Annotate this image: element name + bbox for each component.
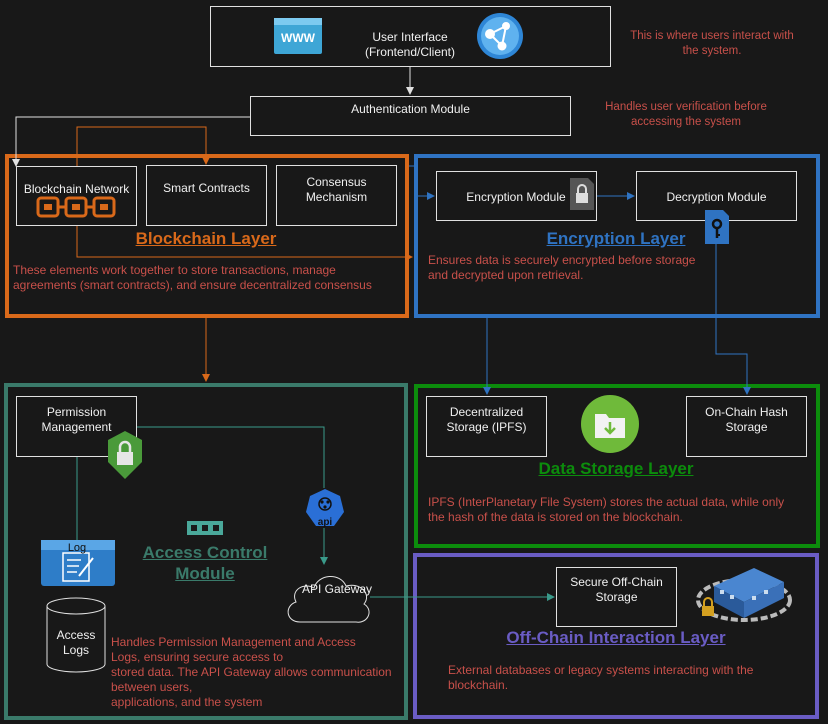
api-icon-label: api — [317, 517, 333, 528]
access-control-title: Access Control Module — [142, 543, 268, 583]
access-control-description: Handles Permission Management and Access… — [111, 635, 392, 709]
decentralized-storage-label: Decentralized Storage (IPFS) — [446, 405, 527, 434]
offchain-layer — [413, 553, 819, 719]
onchain-hash-storage-box — [686, 396, 807, 457]
data-storage-layer — [414, 384, 820, 548]
locked-building-icon — [696, 568, 792, 622]
shield-lock-icon — [108, 431, 142, 479]
secure-offchain-storage-box — [556, 567, 677, 627]
authentication-module-label: Authentication Module — [351, 102, 470, 116]
decryption-module-label: Decryption Module — [666, 190, 767, 204]
log-icon — [41, 540, 115, 586]
api-heptagon-icon — [306, 489, 344, 526]
log-icon-label: Log — [67, 542, 87, 554]
encryption-module-box — [436, 171, 597, 221]
auth-note: Handles user verification before accessi… — [605, 101, 767, 128]
blockchain-chain-icon — [36, 196, 116, 218]
access-control-layer — [4, 383, 408, 720]
ui-note: This is where users interact with the sy… — [630, 30, 794, 57]
secure-offchain-storage-label: Secure Off-Chain Storage — [570, 575, 663, 604]
blockchain-layer-description: These elements work together to store tr… — [13, 263, 372, 292]
key-file-icon — [705, 210, 729, 244]
data-storage-title: Data Storage Layer — [538, 459, 694, 478]
permission-management-label: Permission Management — [41, 405, 112, 434]
permission-management-box — [16, 396, 137, 457]
encryption-layer-title: Encryption Layer — [546, 229, 686, 248]
web-app-icon — [477, 13, 523, 59]
access-logs-cylinder — [46, 597, 106, 673]
encryption-layer — [414, 154, 820, 318]
authentication-module-box — [250, 96, 571, 136]
smart-contracts-box — [146, 165, 267, 226]
onchain-hash-storage-label: On-Chain Hash Storage — [705, 405, 788, 434]
browser-icon-text: WWW — [281, 31, 315, 45]
access-logs-label: Access Logs — [56, 628, 96, 657]
user-interface-label: User Interface (Frontend/Client) — [364, 30, 456, 59]
decentralized-storage-box — [426, 396, 547, 457]
smart-contracts-label: Smart Contracts — [163, 181, 250, 195]
folder-download-icon — [581, 395, 639, 453]
blockchain-network-label: Blockchain Network — [23, 182, 130, 196]
browser-icon: WWW — [274, 18, 322, 54]
offchain-layer-description: External databases or legacy systems int… — [448, 663, 754, 692]
data-storage-description: IPFS (InterPlanetary File System) stores… — [428, 495, 785, 524]
consensus-mechanism-box — [276, 165, 397, 226]
offchain-layer-title: Off-Chain Interaction Layer — [506, 628, 726, 647]
consensus-mechanism-label: Consensus Mechanism — [305, 175, 368, 204]
encryption-module-label: Encryption Module — [466, 190, 566, 204]
memory-module-icon — [187, 521, 223, 535]
blockchain-layer-title: Blockchain Layer — [135, 229, 277, 248]
user-interface-box — [210, 6, 611, 67]
blockchain-network-box — [16, 166, 137, 226]
encryption-layer-description: Ensures data is securely encrypted befor… — [428, 253, 696, 282]
api-gateway-label: API Gateway — [302, 582, 373, 596]
blockchain-layer — [5, 154, 409, 318]
api-gateway-cloud — [287, 576, 370, 623]
lock-file-icon — [570, 178, 594, 210]
